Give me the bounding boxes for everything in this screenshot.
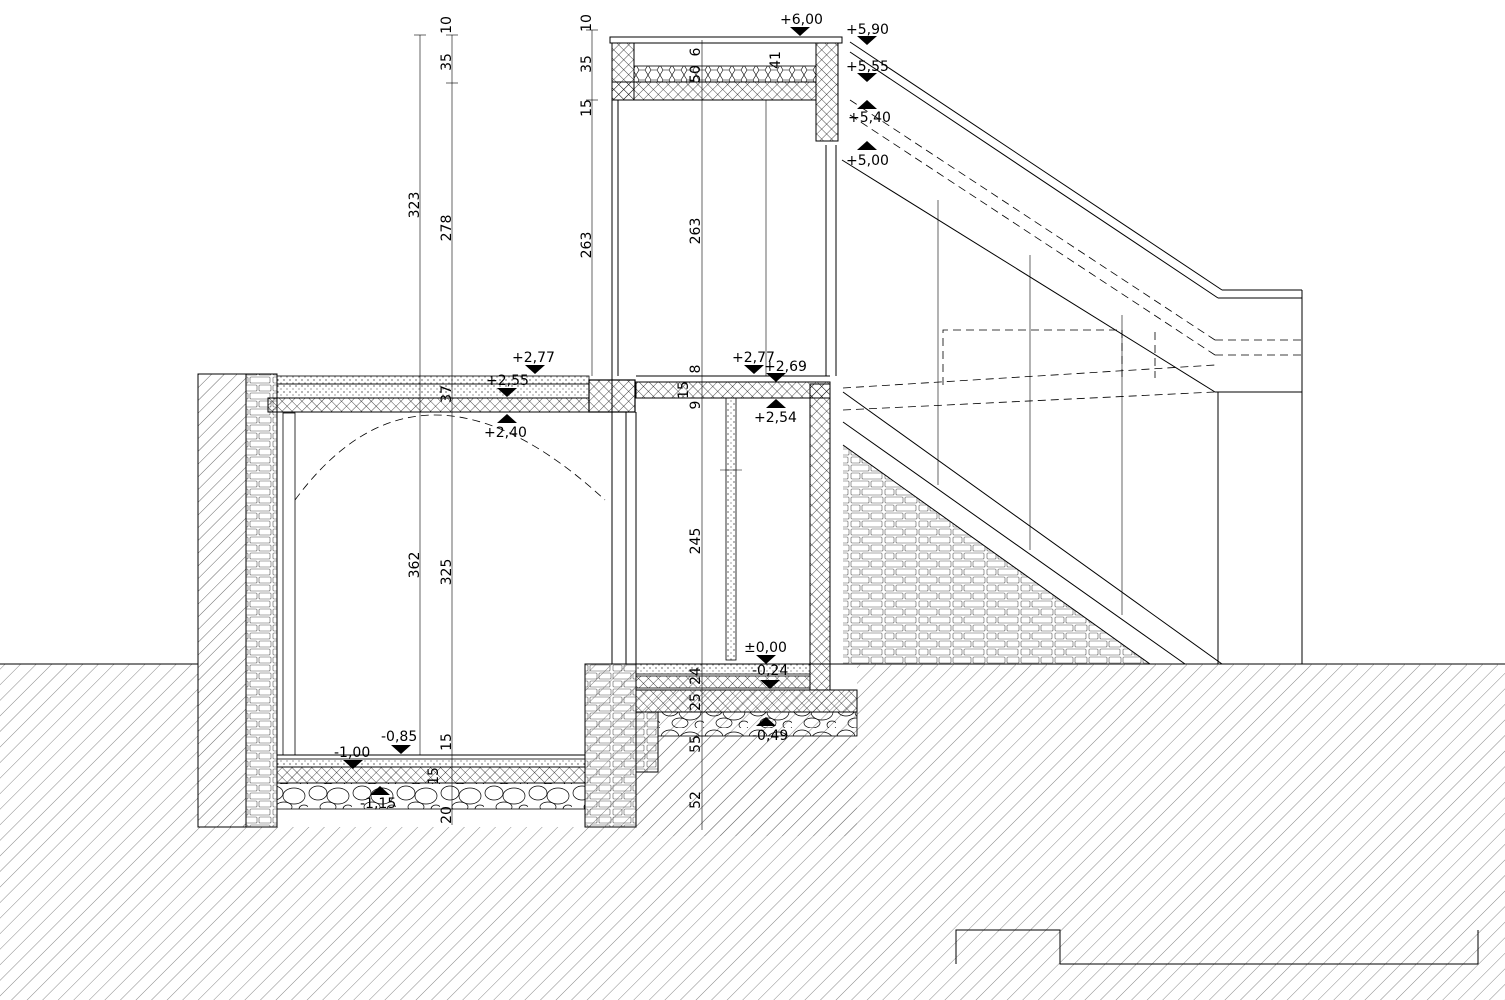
dimension-label: 24 [688, 667, 704, 685]
dimension-label: 20 [439, 806, 455, 824]
dimension-label: 263 [688, 218, 704, 245]
tower-gravel [657, 711, 858, 737]
level-label: +5,00 [846, 153, 889, 169]
level-049-icon [756, 717, 776, 726]
level-555-icon [857, 73, 877, 82]
dimension-label: 9 [688, 401, 704, 410]
level-540-icon [857, 100, 877, 109]
left-wall-lining [282, 412, 296, 756]
level-label: +2,69 [764, 359, 807, 375]
dimension-label: 50 [688, 65, 704, 83]
dimension-label: 35 [579, 55, 595, 73]
level-label: -0,85 [381, 729, 417, 745]
vault-arch [294, 414, 606, 501]
dimension-lines [414, 29, 708, 830]
level-labels: +6,00 +5,90 +5,55 +5,40 +5,00 +2,77 +2,5… [334, 12, 891, 812]
level-label: +5,55 [846, 59, 889, 75]
roof-right-parapet [815, 42, 839, 142]
level-label: +6,00 [780, 12, 823, 28]
dimension-label: 10 [579, 14, 595, 32]
tower-step-footing [635, 711, 659, 773]
level-label: +2,54 [754, 410, 797, 426]
tower-foundation [635, 689, 858, 713]
level-115-icon [370, 786, 390, 795]
soil-under-right-block [857, 664, 1505, 736]
roof-insulation [633, 65, 817, 83]
dimension-label: 41 [768, 51, 784, 69]
ground [0, 663, 1505, 1000]
dimension-label: 8 [688, 365, 704, 374]
level-254-icon [766, 399, 786, 408]
dimension-label: 263 [579, 232, 595, 259]
dimension-label: 15 [426, 767, 442, 785]
dimension-label: 10 [439, 16, 455, 34]
slab-mid-layer [276, 383, 590, 399]
level-600-icon [790, 27, 810, 36]
level-269-icon [766, 373, 786, 382]
left-wall [197, 373, 296, 828]
dimension-label: 15 [676, 381, 692, 399]
roof-slab [611, 81, 817, 101]
level-label: +2,55 [486, 373, 529, 389]
level-markers [343, 27, 877, 795]
dimension-label: 25 [688, 693, 704, 711]
level-label: +2,77 [732, 350, 775, 366]
level-label: -1,00 [334, 745, 370, 761]
dimension-label: 245 [688, 528, 704, 555]
slab-top-layer [276, 375, 590, 385]
basement-gravel [276, 782, 586, 810]
level-label: -0,49 [752, 728, 788, 744]
basement-right-stone-wall [584, 663, 637, 828]
dimension-label: 6 [688, 47, 704, 56]
level-277b-icon [744, 365, 764, 374]
level-240-icon [497, 414, 517, 423]
exterior-stair [841, 41, 1303, 665]
left-wall-stone [245, 373, 278, 828]
level-500-icon [857, 141, 877, 150]
upper-floor-slab [267, 375, 831, 413]
dimension-label: 52 [688, 791, 704, 809]
tower-floor-top [635, 663, 811, 675]
level-label: ±0,00 [744, 640, 787, 656]
level-label: +5,90 [846, 22, 889, 38]
level-277a-icon [525, 365, 545, 374]
tower [609, 36, 858, 773]
level-label: +2,40 [484, 425, 527, 441]
dimension-label: 323 [407, 192, 423, 219]
level-label: -0,24 [752, 663, 788, 679]
dimension-label: 325 [439, 559, 455, 586]
dimension-label: 15 [439, 733, 455, 751]
left-wall-hatch [197, 373, 247, 828]
roof-outline [609, 36, 843, 44]
basement [276, 414, 637, 828]
level-255-icon [497, 388, 517, 397]
inner-partition [725, 397, 737, 661]
level-024-icon [760, 680, 780, 689]
slab-right [635, 381, 831, 399]
slab-body [267, 397, 590, 413]
dimension-labels: 323 362 10 35 278 37 325 15 15 20 10 35 … [407, 14, 784, 824]
level-100-icon [343, 760, 363, 769]
level-085-icon [391, 745, 411, 754]
soil-under-stairs [636, 736, 857, 836]
inner-right-wall [809, 383, 831, 691]
level-label: +2,77 [512, 350, 555, 366]
basement-screed [276, 758, 586, 768]
dimension-label: 37 [439, 385, 455, 403]
scale-bar [955, 929, 1479, 965]
level-label: -1,15 [360, 796, 396, 812]
level-590-icon [857, 36, 877, 45]
dimension-label: 278 [439, 215, 455, 242]
level-label: +5,40 [848, 110, 891, 126]
dimension-label: 55 [688, 735, 704, 753]
dimension-label: 15 [579, 99, 595, 117]
level-000-icon [756, 655, 776, 664]
dimension-label: 35 [439, 53, 455, 71]
dimension-label: 362 [407, 552, 423, 579]
